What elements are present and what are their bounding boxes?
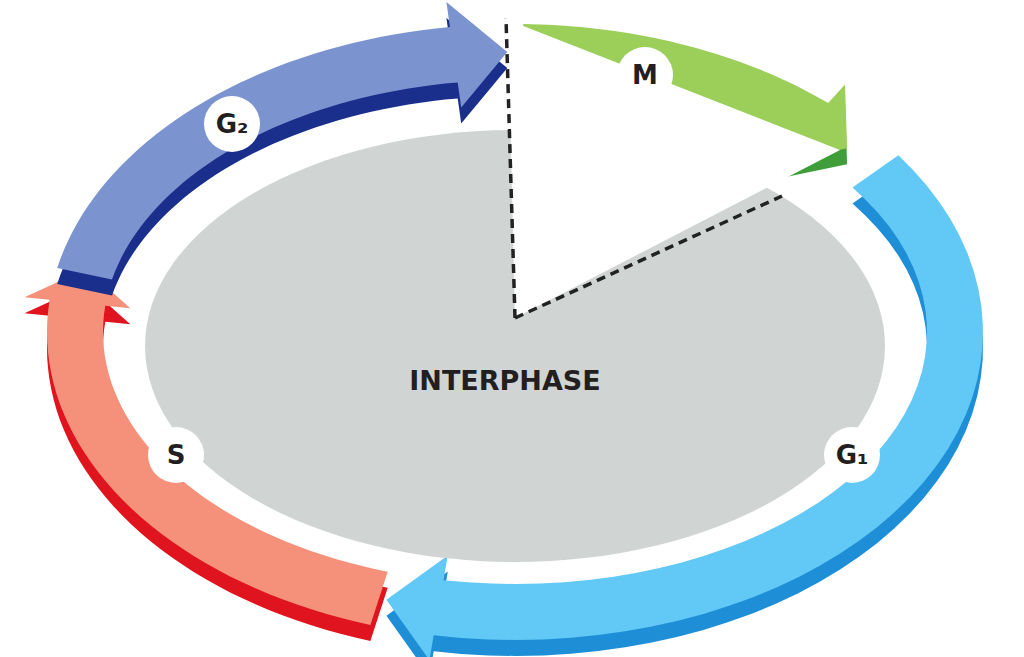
phase-badge: G₂ xyxy=(203,95,261,153)
phase-label: G₁ xyxy=(836,442,869,468)
phase-label: M xyxy=(632,62,658,88)
mitosis-wedge xyxy=(508,20,840,318)
interphase-region: INTERPHASE xyxy=(145,130,885,562)
interphase-shape xyxy=(145,130,885,562)
region-label: INTERPHASE xyxy=(409,365,600,396)
badge-fill xyxy=(148,427,204,483)
badge-fill xyxy=(617,47,673,103)
phase-badge: S xyxy=(147,426,205,484)
dashed-line xyxy=(515,196,782,318)
phase-badge: G₁ xyxy=(823,426,881,484)
phase-badge: M xyxy=(616,46,674,104)
badge-fill xyxy=(204,96,260,152)
phase-label: S xyxy=(167,442,186,468)
phase-label: G₂ xyxy=(216,111,249,137)
badge-fill xyxy=(824,427,880,483)
dashed-line xyxy=(506,18,515,318)
